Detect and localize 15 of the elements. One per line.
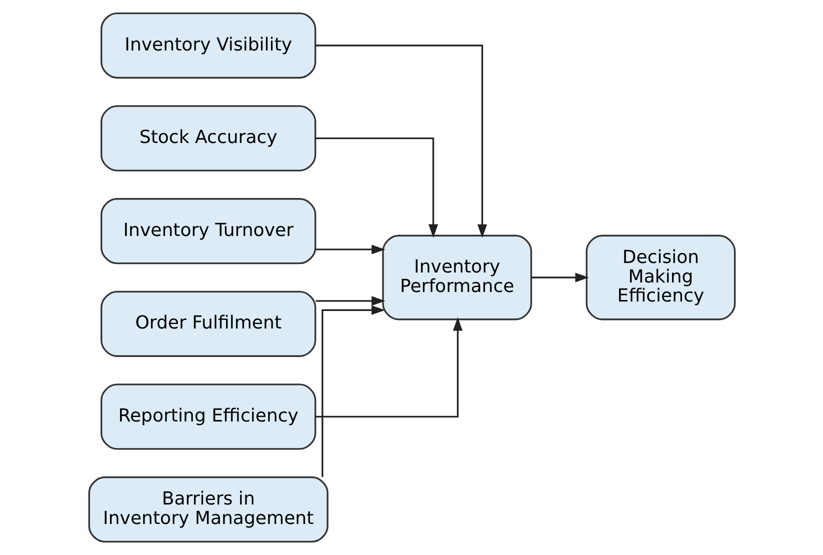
node-box: Order Fulfilment — [100, 290, 316, 357]
arrow — [315, 137, 438, 238]
arrow — [531, 272, 588, 282]
arrow — [315, 244, 385, 254]
node-box: Inventory Turnover — [100, 198, 316, 264]
node-box: Reporting Efficiency — [100, 384, 316, 450]
arrow — [315, 317, 462, 418]
node-box: Stock Accuracy — [100, 105, 316, 172]
node-box: Decision Making Efficiency — [585, 234, 736, 320]
node-box: Barriers in Inventory Management — [88, 476, 328, 543]
node-box: Inventory Performance — [382, 234, 532, 320]
arrow — [321, 305, 385, 478]
arrow — [314, 44, 487, 238]
node-box: Inventory Visibility — [100, 12, 316, 79]
arrow — [315, 296, 385, 306]
